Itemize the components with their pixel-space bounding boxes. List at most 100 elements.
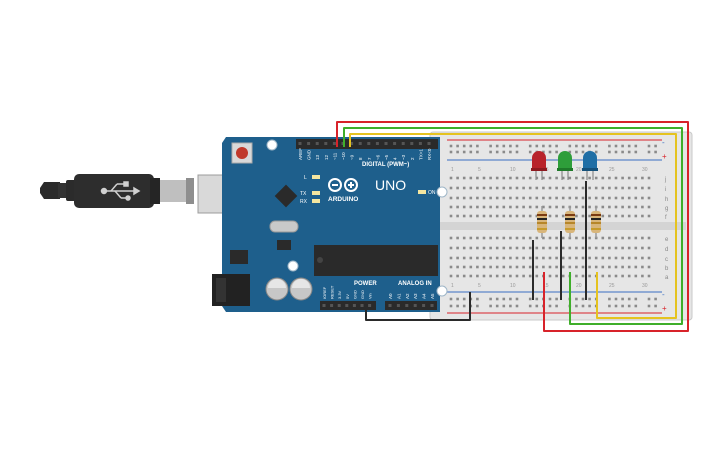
- breadboard-hole[interactable]: [561, 236, 565, 240]
- breadboard-hole[interactable]: [627, 297, 631, 301]
- breadboard-hole[interactable]: [456, 196, 459, 200]
- breadboard-hole[interactable]: [502, 205, 506, 209]
- breadboard-hole[interactable]: [462, 274, 466, 278]
- breadboard-hole[interactable]: [482, 274, 486, 278]
- breadboard-hole[interactable]: [581, 214, 585, 218]
- breadboard-hole[interactable]: [489, 236, 492, 240]
- breadboard-hole[interactable]: [469, 205, 473, 209]
- breadboard-hole[interactable]: [502, 144, 506, 148]
- breadboard-hole[interactable]: [509, 274, 512, 278]
- breadboard-hole[interactable]: [456, 214, 459, 218]
- breadboard-hole[interactable]: [522, 186, 525, 190]
- breadboard-hole[interactable]: [641, 236, 644, 240]
- breadboard-hole[interactable]: [627, 304, 631, 308]
- breadboard-hole[interactable]: [614, 186, 618, 190]
- breadboard-hole[interactable]: [482, 186, 486, 190]
- breadboard-hole[interactable]: [509, 246, 512, 250]
- breadboard-hole[interactable]: [581, 297, 585, 301]
- breadboard-hole[interactable]: [634, 256, 638, 260]
- header-pin[interactable]: [358, 142, 362, 145]
- breadboard-hole[interactable]: [627, 246, 631, 250]
- breadboard-hole[interactable]: [634, 186, 638, 190]
- breadboard-hole[interactable]: [614, 150, 618, 154]
- breadboard-hole[interactable]: [515, 256, 519, 260]
- breadboard-hole[interactable]: [535, 304, 539, 308]
- breadboard-hole[interactable]: [502, 256, 506, 260]
- breadboard-hole[interactable]: [575, 274, 578, 278]
- breadboard-hole[interactable]: [588, 236, 591, 240]
- header-pin[interactable]: [430, 304, 434, 307]
- breadboard-hole[interactable]: [568, 246, 572, 250]
- breadboard-hole[interactable]: [614, 304, 618, 308]
- red-led[interactable]: [531, 151, 547, 180]
- breadboard-hole[interactable]: [608, 304, 611, 308]
- breadboard-hole[interactable]: [594, 196, 598, 200]
- breadboard-hole[interactable]: [476, 274, 479, 278]
- green-led[interactable]: [557, 151, 573, 180]
- breadboard-hole[interactable]: [509, 150, 512, 154]
- breadboard-hole[interactable]: [561, 246, 565, 250]
- breadboard-hole[interactable]: [456, 304, 459, 308]
- header-pin[interactable]: [375, 142, 379, 145]
- breadboard-hole[interactable]: [469, 196, 473, 200]
- breadboard-hole[interactable]: [561, 265, 565, 269]
- breadboard-hole[interactable]: [555, 304, 558, 308]
- breadboard-hole[interactable]: [588, 304, 591, 308]
- breadboard-hole[interactable]: [568, 176, 572, 180]
- breadboard-hole[interactable]: [614, 214, 618, 218]
- breadboard-hole[interactable]: [608, 186, 611, 190]
- breadboard-hole[interactable]: [575, 214, 578, 218]
- breadboard-hole[interactable]: [522, 246, 525, 250]
- breadboard-hole[interactable]: [634, 144, 638, 148]
- breadboard-hole[interactable]: [641, 214, 644, 218]
- breadboard-hole[interactable]: [641, 265, 644, 269]
- breadboard-hole[interactable]: [522, 176, 525, 180]
- breadboard-hole[interactable]: [594, 265, 598, 269]
- breadboard-hole[interactable]: [449, 176, 453, 180]
- header-pin[interactable]: [332, 142, 336, 145]
- breadboard-hole[interactable]: [601, 265, 605, 269]
- breadboard-hole[interactable]: [647, 304, 651, 308]
- breadboard-hole[interactable]: [502, 246, 506, 250]
- breadboard-hole[interactable]: [647, 196, 651, 200]
- breadboard-hole[interactable]: [449, 274, 453, 278]
- breadboard-hole[interactable]: [449, 246, 453, 250]
- breadboard-hole[interactable]: [462, 256, 466, 260]
- breadboard-hole[interactable]: [495, 186, 499, 190]
- breadboard-hole[interactable]: [476, 297, 479, 301]
- breadboard-hole[interactable]: [515, 205, 519, 209]
- breadboard-hole[interactable]: [647, 274, 651, 278]
- breadboard-hole[interactable]: [489, 214, 492, 218]
- breadboard-hole[interactable]: [469, 176, 473, 180]
- breadboard-hole[interactable]: [515, 150, 519, 154]
- breadboard-hole[interactable]: [528, 176, 532, 180]
- breadboard-hole[interactable]: [641, 186, 644, 190]
- breadboard-hole[interactable]: [608, 150, 611, 154]
- header-pin[interactable]: [298, 142, 302, 145]
- breadboard-hole[interactable]: [581, 274, 585, 278]
- breadboard-hole[interactable]: [634, 304, 638, 308]
- breadboard-hole[interactable]: [581, 246, 585, 250]
- breadboard-hole[interactable]: [627, 256, 631, 260]
- breadboard-hole[interactable]: [555, 186, 558, 190]
- header-pin[interactable]: [350, 142, 354, 145]
- breadboard-hole[interactable]: [502, 186, 506, 190]
- breadboard-hole[interactable]: [476, 196, 479, 200]
- breadboard-hole[interactable]: [469, 246, 473, 250]
- breadboard-hole[interactable]: [495, 256, 499, 260]
- breadboard-hole[interactable]: [469, 214, 473, 218]
- breadboard-hole[interactable]: [528, 144, 532, 148]
- header-pin[interactable]: [401, 142, 405, 145]
- wires[interactable]: [336, 121, 689, 332]
- breadboard-hole[interactable]: [548, 205, 552, 209]
- breadboard-hole[interactable]: [489, 265, 492, 269]
- breadboard-hole[interactable]: [588, 205, 591, 209]
- breadboard-hole[interactable]: [456, 246, 459, 250]
- breadboard-hole[interactable]: [581, 304, 585, 308]
- breadboard-hole[interactable]: [449, 196, 453, 200]
- breadboard-hole[interactable]: [522, 256, 525, 260]
- breadboard-hole[interactable]: [476, 214, 479, 218]
- breadboard-hole[interactable]: [614, 265, 618, 269]
- breadboard-hole[interactable]: [575, 297, 578, 301]
- breadboard-hole[interactable]: [542, 176, 545, 180]
